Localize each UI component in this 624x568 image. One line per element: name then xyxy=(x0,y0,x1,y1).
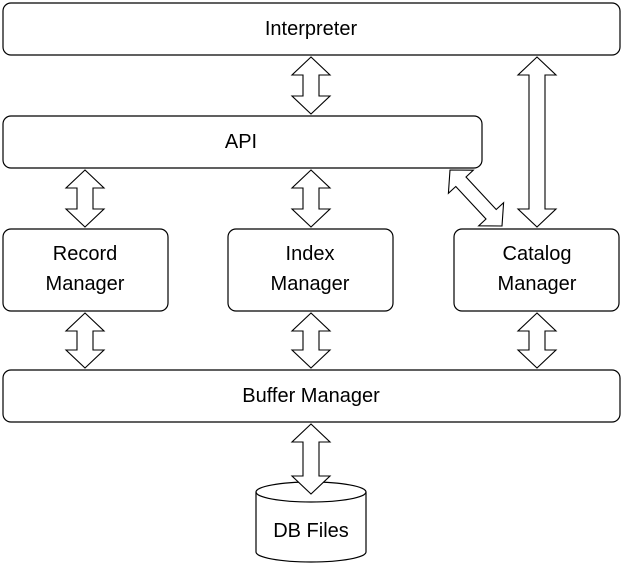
arrow-api-record xyxy=(64,169,106,228)
arrow-buffer-dbfiles xyxy=(290,423,332,495)
api-node: API xyxy=(2,115,483,169)
api-box xyxy=(2,115,483,169)
catalog-manager-label-line1: Catalog xyxy=(503,243,572,265)
record-manager-label-line1: Record xyxy=(53,243,117,265)
arrow-api-index xyxy=(290,169,332,228)
arrow-index-buffer xyxy=(290,312,332,369)
api-label: API xyxy=(225,131,257,153)
index-manager-label-line2: Manager xyxy=(271,273,350,295)
record-manager-box xyxy=(2,228,169,312)
record-manager-label-line2: Manager xyxy=(46,273,125,295)
arrow-api-catalog xyxy=(447,169,505,227)
db-files-cylinder xyxy=(255,481,367,563)
db-files-node: DB Files xyxy=(255,481,367,563)
buffer-manager-node: Buffer Manager xyxy=(2,369,621,423)
index-manager-node: Index Manager xyxy=(227,228,394,312)
catalog-manager-label-line2: Manager xyxy=(498,273,577,295)
interpreter-node: Interpreter xyxy=(2,2,621,56)
arrow-record-buffer xyxy=(64,312,106,369)
interpreter-box xyxy=(2,2,621,56)
arrow-catalog-buffer xyxy=(516,312,558,369)
buffer-manager-label: Buffer Manager xyxy=(242,385,380,407)
db-files-label: DB Files xyxy=(273,520,349,542)
db-files-cylinder-rim xyxy=(255,491,367,503)
catalog-manager-box xyxy=(453,228,620,312)
buffer-manager-box xyxy=(2,369,621,423)
record-manager-node: Record Manager xyxy=(2,228,169,312)
index-manager-box xyxy=(227,228,394,312)
catalog-manager-node: Catalog Manager xyxy=(453,228,620,312)
arrow-interpreter-api xyxy=(290,56,332,115)
arrow-interpreter-catalog xyxy=(516,56,558,228)
interpreter-label: Interpreter xyxy=(265,18,358,40)
connection-arrows xyxy=(64,56,558,495)
index-manager-label-line1: Index xyxy=(286,243,335,265)
